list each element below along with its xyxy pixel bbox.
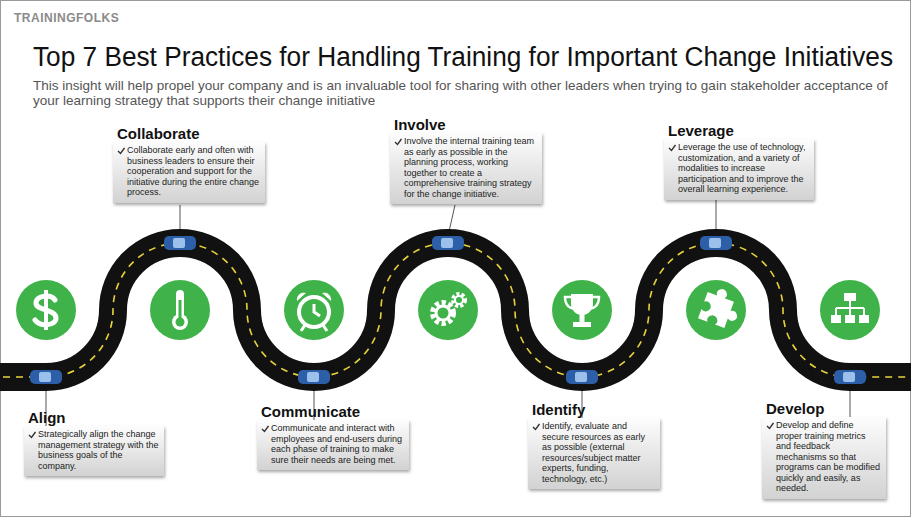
thermometer-icon <box>150 280 210 340</box>
callout-box: Identify, evaluate and secure resources … <box>528 418 660 489</box>
callout-box: Collaborate early and often with busines… <box>113 142 265 203</box>
callout-body: Involve the internal training team as ea… <box>404 136 537 199</box>
callout-body: Identify, evaluate and secure resources … <box>542 421 655 484</box>
trophy-icon <box>552 280 612 340</box>
check-bullet <box>394 138 402 146</box>
check-bullet <box>668 144 676 152</box>
gears-icon <box>418 280 478 340</box>
callout-body: Strategically align the change managemen… <box>38 429 159 471</box>
check-bullet <box>28 431 36 439</box>
callout-heading: Collaborate <box>113 125 265 142</box>
callout-body: Develop and define proper training metri… <box>776 420 881 494</box>
title: Top 7 Best Practices for Handling Traini… <box>33 42 893 73</box>
cars <box>30 236 866 384</box>
callout: AlignStrategically align the change mana… <box>24 409 164 476</box>
callout: IdentifyIdentify, evaluate and secure re… <box>528 401 660 489</box>
callout-heading: Develop <box>762 400 886 417</box>
callout: DevelopDevelop and define proper trainin… <box>762 400 886 499</box>
callout: CommunicateCommunicate and interact with… <box>257 403 409 470</box>
callout-heading: Leverage <box>664 122 814 139</box>
check-bullet <box>532 423 540 431</box>
check-bullet <box>117 147 125 155</box>
callout: LeverageLeverage the use of technology, … <box>664 122 814 200</box>
callout-box: Leverage the use of technology, customiz… <box>664 139 814 200</box>
callout-body: Collaborate early and often with busines… <box>127 145 260 198</box>
callout-box: Involve the internal training team as ea… <box>390 133 542 204</box>
callout: CollaborateCollaborate early and often w… <box>113 125 265 203</box>
dollar-icon <box>16 280 76 340</box>
callout-heading: Align <box>24 409 164 426</box>
callout-heading: Identify <box>528 401 660 418</box>
road <box>0 243 911 377</box>
callout-body: Leverage the use of technology, customiz… <box>678 142 809 195</box>
callout: InvolveInvolve the internal training tea… <box>390 116 542 204</box>
callout-box: Communicate and interact with employees … <box>257 420 409 470</box>
puzzle-icon <box>686 280 746 340</box>
callout-heading: Involve <box>390 116 542 133</box>
callout-box: Strategically align the change managemen… <box>24 426 164 476</box>
check-bullet <box>766 422 774 430</box>
alarm-clock-icon <box>284 280 344 340</box>
check-bullet <box>261 425 269 433</box>
subtitle: This insight will help propel your compa… <box>33 78 898 109</box>
logo-text: TRAININGFOLKS <box>14 11 119 25</box>
org-chart-icon <box>820 280 880 340</box>
callout-body: Communicate and interact with employees … <box>271 423 404 465</box>
callout-box: Develop and define proper training metri… <box>762 417 886 499</box>
icons <box>16 280 880 340</box>
callout-heading: Communicate <box>257 403 409 420</box>
